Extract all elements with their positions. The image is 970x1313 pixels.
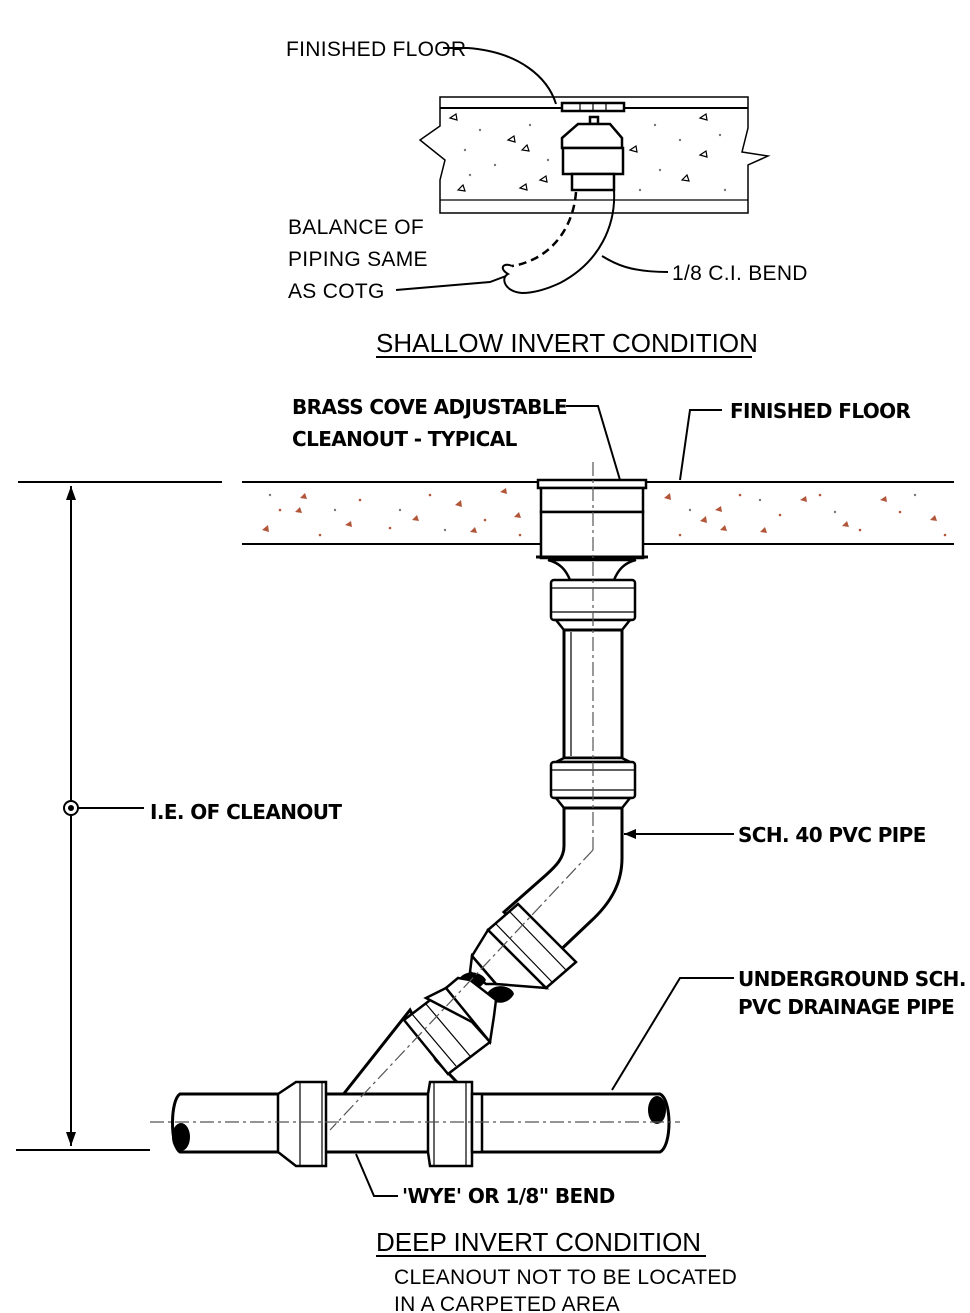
shallow-floor-leader — [443, 47, 557, 105]
deep-floor-label: FINISHED FLOOR — [730, 399, 911, 423]
deep-detail: BRASS COVE ADJUSTABLE CLEANOUT - TYPICAL… — [16, 395, 970, 1313]
shallow-balance-label-3: AS COTG — [288, 280, 385, 303]
deep-note-2: IN A CARPETED AREA — [394, 1293, 620, 1313]
deep-ie-dimension — [16, 481, 222, 1151]
deep-cleanout-leader — [566, 405, 621, 481]
deep-note-1: CLEANOUT NOT TO BE LOCATED — [394, 1266, 737, 1289]
deep-aggregate — [262, 488, 947, 537]
deep-wye-leader — [355, 1153, 398, 1197]
deep-main-hub-left — [276, 1080, 328, 1168]
shallow-aggregate — [448, 112, 727, 192]
shallow-balance-leader — [395, 275, 507, 291]
shallow-detail: FINISHED FLOOR BALANCE OF PIPING SAME AS… — [286, 38, 808, 358]
deep-main-pipe-left-end — [172, 1123, 190, 1151]
deep-main-hub-right — [426, 1080, 484, 1168]
deep-cleanout-label-1: BRASS COVE ADJUSTABLE — [292, 395, 567, 419]
deep-ie-label: I.E. OF CLEANOUT — [150, 800, 342, 824]
deep-branch-centerline — [329, 849, 594, 1131]
deep-underground-label-1: UNDERGROUND SCH. 40 — [738, 967, 970, 991]
deep-underground-label-2: PVC DRAINAGE PIPE — [738, 995, 954, 1019]
deep-underground-leader — [611, 977, 734, 1091]
deep-main-pipe — [171, 1092, 671, 1154]
deep-floor-leader — [679, 409, 722, 481]
deep-cleanout — [536, 478, 648, 632]
shallow-floor-label: FINISHED FLOOR — [286, 38, 466, 61]
deep-main-pipe-right-end — [648, 1096, 666, 1124]
shallow-bend-label: 1/8 C.I. BEND — [672, 262, 808, 285]
shallow-balance-label-1: BALANCE OF — [288, 216, 424, 239]
deep-wye-label: 'WYE' OR 1/8" BEND — [402, 1184, 615, 1208]
deep-pvc-label: SCH. 40 PVC PIPE — [738, 823, 926, 847]
shallow-title: SHALLOW INVERT CONDITION — [376, 328, 758, 358]
shallow-balance-label-2: PIPING SAME — [288, 248, 428, 271]
deep-bend-hub — [468, 902, 578, 990]
shallow-cleanout — [560, 101, 626, 192]
deep-cleanout-label-2: CLEANOUT - TYPICAL — [292, 427, 518, 451]
shallow-bend-pipe — [521, 189, 616, 294]
deep-title: DEEP INVERT CONDITION — [376, 1227, 701, 1257]
deep-wye-hub — [402, 976, 498, 1076]
shallow-bend-leader — [601, 255, 669, 273]
